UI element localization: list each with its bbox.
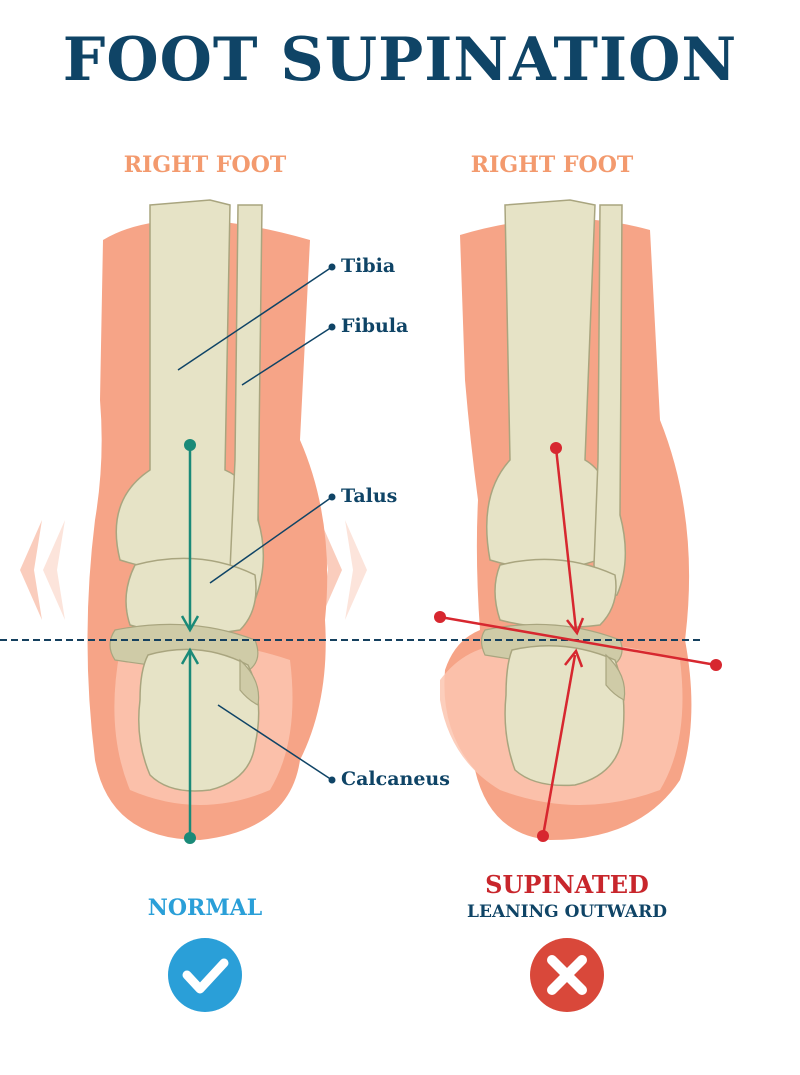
motion-arrows bbox=[20, 520, 367, 620]
left-foot-heading: RIGHT FOOT bbox=[123, 152, 287, 178]
left-foot-illustration bbox=[87, 199, 328, 840]
supinated-subtext: LEANING OUTWARD bbox=[467, 902, 667, 922]
checkmark-icon bbox=[168, 938, 242, 1012]
fibula-label: Fibula bbox=[341, 315, 409, 337]
normal-alignment-arrows bbox=[180, 439, 200, 844]
talus-label: Talus bbox=[341, 485, 398, 507]
supinated-verdict: SUPINATED bbox=[485, 870, 649, 899]
right-foot-illustration bbox=[440, 199, 692, 841]
normal-verdict: NORMAL bbox=[147, 895, 263, 921]
page-title: FOOT SUPINATION bbox=[62, 25, 738, 95]
cross-icon bbox=[530, 938, 604, 1012]
calcaneus-label: Calcaneus bbox=[341, 768, 450, 790]
label-leader-lines bbox=[177, 263, 336, 784]
supinated-alignment-arrows bbox=[434, 442, 722, 842]
tibia-label: Tibia bbox=[341, 255, 396, 277]
right-foot-heading: RIGHT FOOT bbox=[470, 152, 634, 178]
